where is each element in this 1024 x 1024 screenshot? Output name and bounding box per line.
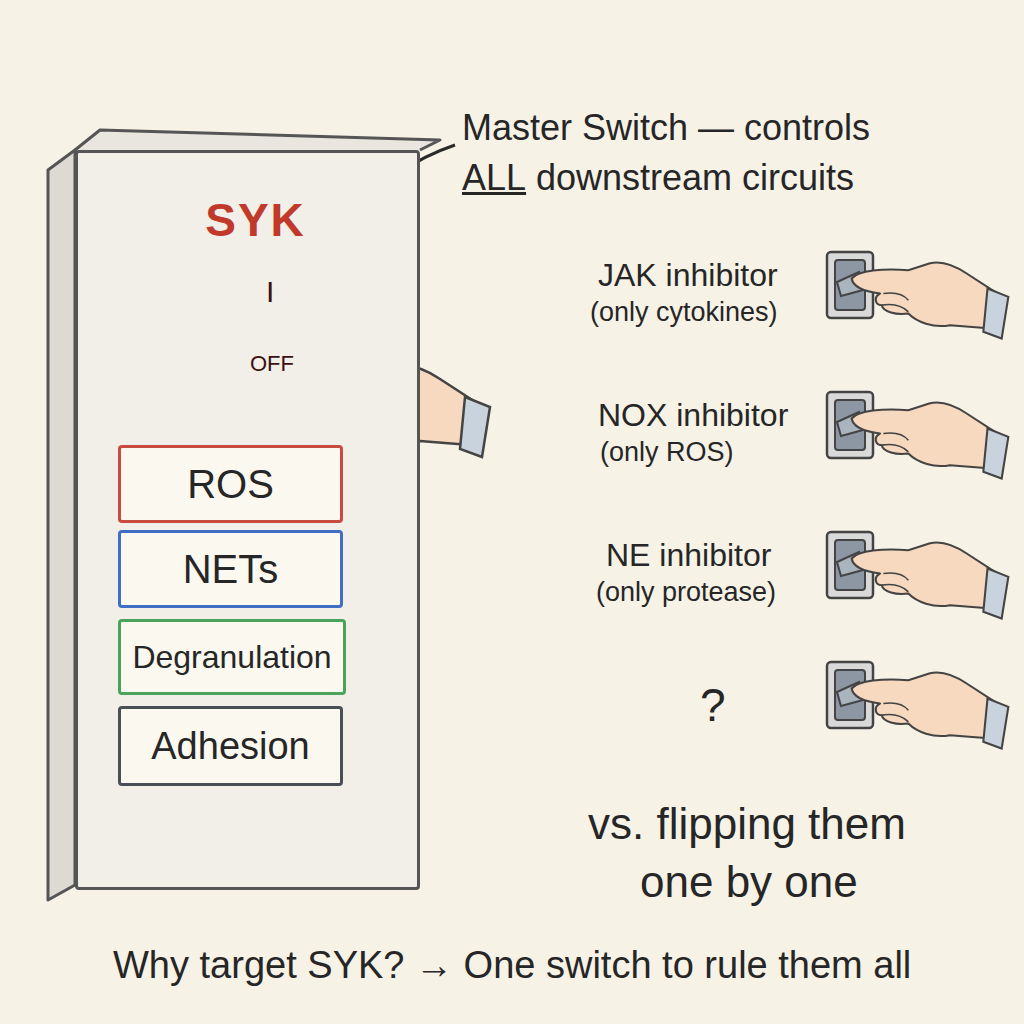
inhibitor-note: (only cytokines) [590, 298, 778, 328]
circuit-name: Degranulation [132, 639, 331, 676]
inhibitor-note: (only protease) [596, 578, 776, 608]
panel-title: SYK [205, 193, 306, 247]
inhibitor-note: (only ROS) [600, 438, 734, 468]
comparison-note: vs. flipping them [588, 800, 906, 848]
callout-text: downstream circuits [536, 158, 854, 198]
inhibitor-name: JAK inhibitor [598, 258, 778, 293]
callout-text: Master Switch — controls [462, 108, 870, 148]
circuit-name: Adhesion [151, 725, 309, 768]
circuit-label: Adhesion [118, 706, 343, 786]
circuit-label: NETs [118, 530, 343, 608]
switch-mark: I [266, 275, 274, 308]
callout-text: ALL [462, 158, 526, 198]
switch-mark: OFF [250, 352, 294, 376]
inhibitor-name: NE inhibitor [606, 538, 771, 573]
circuit-label: Degranulation [118, 619, 346, 695]
switch-panel: SYK ROS NETsDegranulationAdhesion [75, 150, 420, 890]
inhibitor-name: NOX inhibitor [598, 398, 788, 433]
comparison-note: one by one [640, 858, 858, 906]
circuit-name: NETs [183, 547, 279, 592]
caption: Why target SYK? → One switch to rule the… [113, 945, 911, 987]
circuit-label: ROS [118, 445, 343, 523]
question-mark: ? [700, 680, 726, 731]
circuit-name: ROS [187, 462, 274, 507]
